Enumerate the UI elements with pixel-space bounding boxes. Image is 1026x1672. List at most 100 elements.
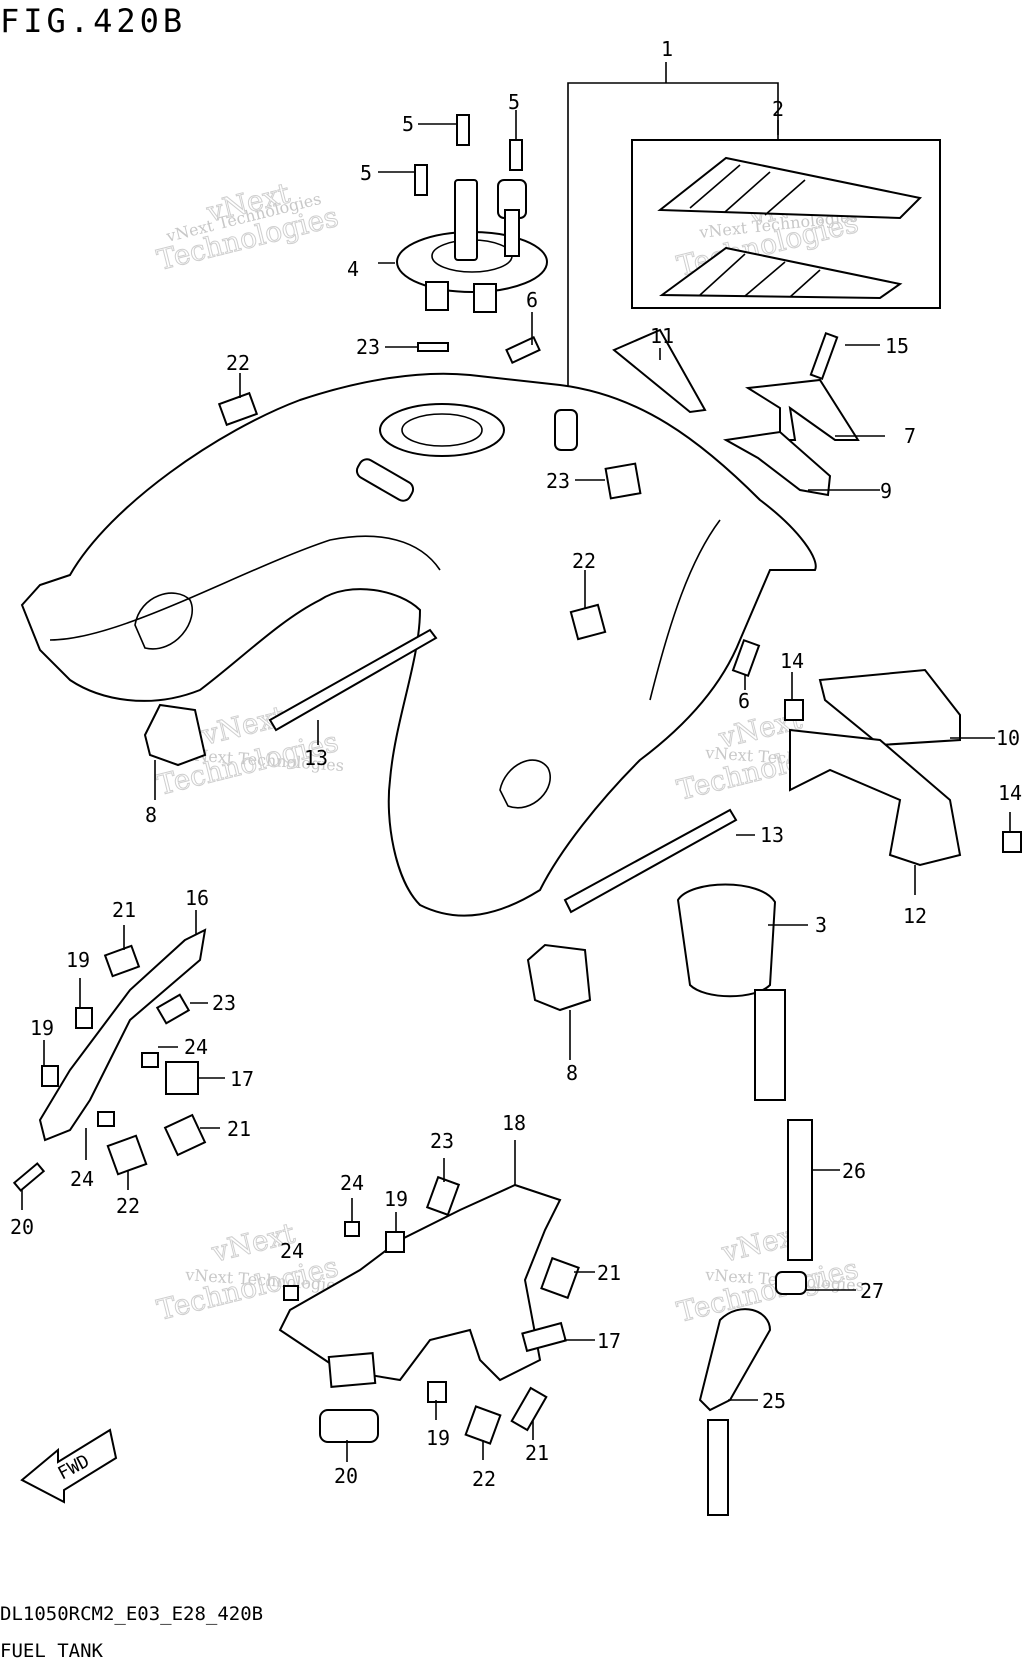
mount-bracket	[554, 409, 578, 451]
callout-2: 2	[772, 97, 784, 121]
watermark-top-left: vNext Technologies Technologies vNext	[153, 176, 342, 278]
forward-arrow-icon: FWD	[20, 1428, 118, 1504]
side-cover-16	[12, 928, 207, 1192]
cushion-17	[165, 1061, 199, 1095]
callout-6: 6	[738, 689, 750, 713]
callout-13: 13	[760, 823, 784, 847]
callout-12: 12	[903, 904, 927, 928]
callout-21: 21	[227, 1117, 251, 1141]
hose-26	[787, 1119, 813, 1261]
leader-lines	[21, 262, 1011, 1462]
cushion-6	[505, 335, 541, 365]
joint-27	[775, 1271, 807, 1295]
callout-17: 17	[597, 1329, 621, 1353]
cover-7	[745, 378, 860, 441]
callout-20: 20	[10, 1215, 34, 1239]
misc-parts	[143, 328, 1022, 1516]
bolt-14	[784, 699, 804, 721]
callout-27: 27	[860, 1279, 884, 1303]
callout-22: 22	[472, 1467, 496, 1491]
cushion-20	[319, 1409, 379, 1443]
bolt-set-5	[378, 110, 523, 196]
decal-lower	[659, 246, 903, 300]
callout-22: 22	[226, 351, 250, 375]
callout-21: 21	[597, 1261, 621, 1285]
cushion-19	[385, 1231, 405, 1253]
cushion-21	[103, 944, 141, 978]
callout-8: 8	[145, 803, 157, 827]
callout-21: 21	[112, 898, 136, 922]
cushion-6	[731, 638, 761, 678]
callout-24: 24	[70, 1167, 94, 1191]
callout-21: 21	[525, 1441, 549, 1465]
callout-4: 4	[347, 257, 359, 281]
callout-26: 26	[842, 1159, 866, 1183]
callout-25: 25	[762, 1389, 786, 1413]
side-cover-18	[278, 1175, 580, 1445]
cushion-21	[540, 1256, 580, 1300]
cushion-22	[569, 603, 607, 641]
callout-5: 5	[508, 90, 520, 114]
callout-24: 24	[184, 1035, 208, 1059]
bolt-14	[1002, 831, 1022, 853]
side-cutout-right	[499, 759, 551, 809]
callout-15: 15	[885, 334, 909, 358]
cushion-23	[155, 993, 191, 1025]
fuel-cap-assembly	[396, 179, 548, 313]
cushion-21	[163, 1113, 207, 1157]
damper-8	[143, 703, 207, 767]
callout-10: 10	[996, 726, 1020, 750]
cushion-23	[417, 342, 449, 352]
callout-19: 19	[426, 1426, 450, 1450]
cushion-19	[75, 1007, 93, 1029]
callout-5: 5	[402, 112, 414, 136]
callout-16: 16	[185, 886, 209, 910]
bolt-24	[283, 1285, 299, 1301]
callout-5: 5	[360, 161, 372, 185]
fuel-tank-assembly-bracket	[567, 62, 941, 395]
ignition-key	[454, 179, 478, 261]
decal-set-box	[631, 139, 941, 309]
bolt-15	[809, 331, 839, 381]
callout-19: 19	[30, 1016, 54, 1040]
callout-3: 3	[815, 913, 827, 937]
bolt-24	[344, 1221, 360, 1237]
callout-14: 14	[998, 781, 1022, 805]
cushion-19	[427, 1381, 447, 1403]
cushion-22	[464, 1405, 502, 1445]
callout-18: 18	[502, 1111, 526, 1135]
callout-19: 19	[384, 1187, 408, 1211]
callout-23: 23	[356, 335, 380, 359]
cushion-23	[604, 462, 642, 500]
strip-13	[563, 808, 738, 914]
callout-24: 24	[280, 1239, 304, 1263]
callout-22: 22	[572, 549, 596, 573]
callout-6: 6	[526, 288, 538, 312]
filter-3	[676, 883, 777, 998]
callout-14: 14	[780, 649, 804, 673]
callout-13: 13	[304, 746, 328, 770]
callout-8: 8	[566, 1061, 578, 1085]
cushion-22	[217, 391, 259, 427]
callout-23: 23	[212, 991, 236, 1015]
callout-20: 20	[334, 1464, 358, 1488]
bracket-12	[789, 728, 962, 867]
decal-upper	[657, 156, 923, 220]
bolt	[456, 114, 470, 146]
cushion-19	[41, 1065, 59, 1087]
mount-bracket	[355, 458, 415, 502]
bolt-24	[141, 1052, 159, 1068]
key-blade	[504, 209, 520, 257]
callout-9: 9	[880, 479, 892, 503]
cap-lug	[425, 281, 449, 311]
cushion-21	[510, 1386, 548, 1432]
bolt-24	[97, 1111, 115, 1127]
callout-19: 19	[66, 948, 90, 972]
callout-17: 17	[230, 1067, 254, 1091]
hose-upper	[754, 989, 786, 1101]
callout-labels: 1 2 3 4 5 5 5 6 6 7 8 8 9 10 11 12 13 13…	[10, 37, 1022, 1491]
callout-1: 1	[661, 37, 673, 61]
cover-9	[722, 430, 832, 497]
cushion-20	[327, 1352, 377, 1388]
